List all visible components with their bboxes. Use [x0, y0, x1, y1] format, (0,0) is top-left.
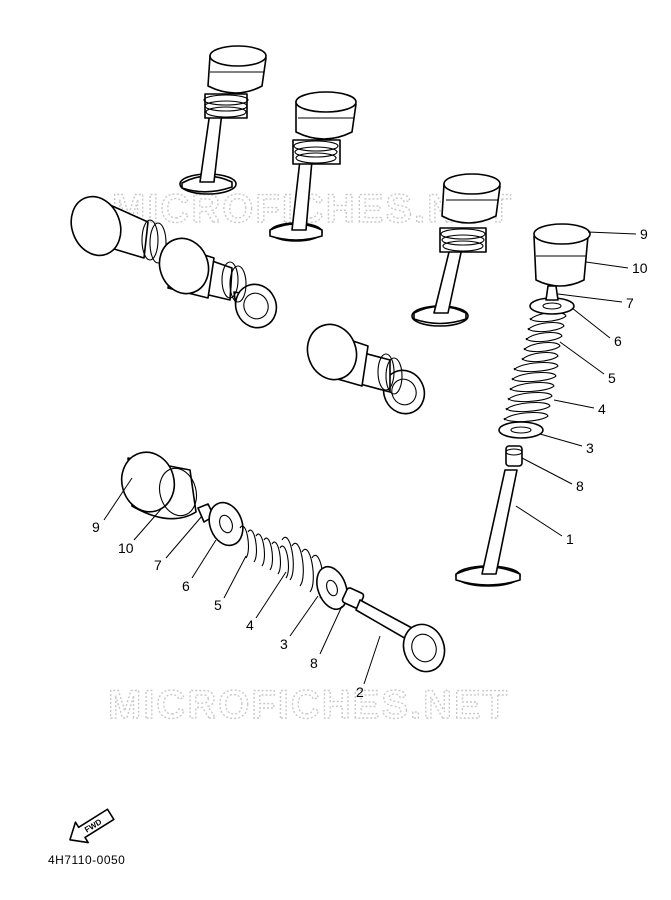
valve-background-a — [179, 45, 267, 195]
callout-6-right: 6 — [614, 333, 622, 349]
valve-background-e — [158, 237, 278, 329]
callout-1-right: 1 — [566, 531, 574, 547]
callouts-right: 9 10 7 6 5 4 3 8 1 — [566, 226, 648, 547]
callout-5-right: 5 — [608, 370, 616, 386]
callout-7-right: 7 — [626, 295, 634, 311]
diagram-code: 4H7110-0050 — [48, 853, 125, 867]
valve-background-b — [269, 91, 357, 242]
callout-6-left: 6 — [182, 578, 190, 594]
callout-8-right: 8 — [576, 478, 584, 494]
callout-8-left: 8 — [310, 655, 318, 671]
callouts-left: 9 10 7 6 5 4 3 8 2 — [92, 519, 364, 700]
callout-10-left: 10 — [118, 540, 134, 556]
leader-lines-right — [515, 231, 637, 537]
valve-exploded-bottom — [120, 451, 446, 673]
callout-2-left: 2 — [356, 684, 364, 700]
watermark-bottom: MICROFICHES.NET — [108, 683, 509, 727]
valve-background-d — [70, 195, 167, 264]
leader-lines-left — [103, 477, 381, 685]
valve-background-c — [411, 173, 501, 327]
fwd-arrow-icon: FWD — [69, 808, 115, 844]
callout-10-right: 10 — [632, 260, 648, 276]
callout-3-left: 3 — [280, 636, 288, 652]
valve-exploded-right — [455, 223, 591, 587]
callout-4-left: 4 — [246, 617, 254, 633]
callout-4-right: 4 — [598, 401, 606, 417]
callout-7-left: 7 — [154, 557, 162, 573]
callout-9-right: 9 — [640, 226, 648, 242]
callout-3-right: 3 — [586, 440, 594, 456]
callout-9-left: 9 — [92, 519, 100, 535]
valve-background-f — [306, 323, 426, 415]
callout-5-left: 5 — [214, 597, 222, 613]
